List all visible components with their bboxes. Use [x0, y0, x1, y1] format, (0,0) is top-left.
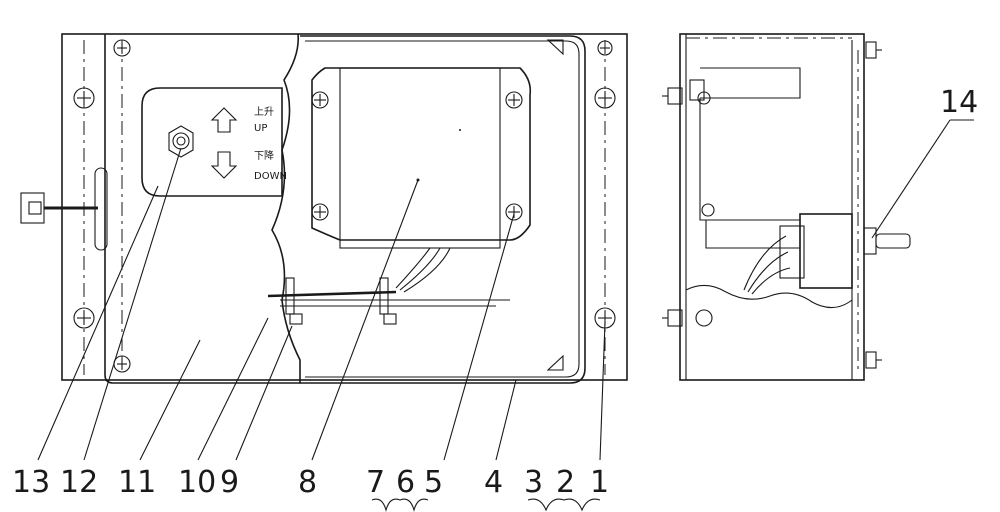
mounting-plate-inner — [305, 40, 580, 378]
part-numbers: 13 12 11 10 9 8 7 6 5 4 3 2 1 14 — [12, 85, 978, 500]
reference-dot — [459, 129, 461, 131]
down-arrow-icon — [210, 151, 238, 179]
part-label: 7 — [366, 465, 385, 500]
part-label: 3 — [524, 465, 543, 500]
side-wires — [743, 235, 791, 295]
screw-icon — [662, 87, 683, 105]
side-screw — [695, 309, 713, 327]
side-bracket — [689, 79, 705, 101]
screw-icon — [113, 39, 131, 57]
part-label: 5 — [424, 465, 443, 500]
toggle-switch-body — [799, 213, 853, 289]
cable-tie-left — [285, 277, 303, 325]
part-label: 1 — [590, 465, 609, 500]
part-label: 10 — [178, 465, 216, 500]
side-screw-top — [697, 91, 711, 105]
part-label: 6 — [396, 465, 415, 500]
side-view — [662, 33, 911, 381]
toggle-switch-lever — [875, 233, 911, 249]
down-label-cn: 下降 — [254, 149, 274, 162]
push-button-nut — [168, 125, 194, 158]
up-label-en: UP — [254, 123, 267, 134]
wire-harness — [267, 290, 397, 298]
part-label: 12 — [60, 465, 98, 500]
screw-icon — [865, 41, 882, 59]
corner-notch-bottom — [546, 354, 564, 371]
up-arrow-icon — [210, 107, 238, 133]
screw-icon — [73, 307, 95, 329]
side-enclosure — [679, 33, 865, 381]
mounting-plate — [300, 35, 586, 384]
side-transformer — [699, 67, 801, 249]
screw-icon — [865, 351, 882, 369]
enclosure-frame — [61, 33, 628, 381]
part-label: 13 — [12, 465, 50, 500]
control-label-panel — [141, 87, 283, 197]
toggle-switch-terminals — [779, 225, 805, 279]
screw-icon — [73, 87, 95, 109]
cable-tie-right — [379, 277, 397, 325]
wire-bundle — [395, 247, 451, 293]
part-label: 11 — [118, 465, 156, 500]
toggle-switch-bushing — [863, 227, 877, 255]
up-label-cn: 上升 — [254, 106, 274, 118]
side-break-line — [685, 284, 853, 309]
part-label: 8 — [298, 465, 317, 500]
screw-icon — [597, 40, 613, 56]
cover-plate — [104, 33, 301, 384]
down-label-en: DOWN — [254, 171, 287, 182]
side-screw-mid — [701, 203, 715, 217]
screw-icon — [594, 87, 616, 109]
part-label: 14 — [940, 85, 978, 120]
corner-notch-top — [546, 39, 564, 56]
part-label: 9 — [220, 465, 239, 500]
screw-icon — [662, 309, 683, 327]
part-label: 4 — [484, 465, 503, 500]
part-label: 2 — [556, 465, 575, 500]
leader-lines — [37, 119, 974, 512]
transformer-module — [311, 67, 532, 249]
front-view: 上升 UP 下降 DOWN — [20, 33, 628, 384]
cable-plug-inner — [28, 201, 42, 215]
